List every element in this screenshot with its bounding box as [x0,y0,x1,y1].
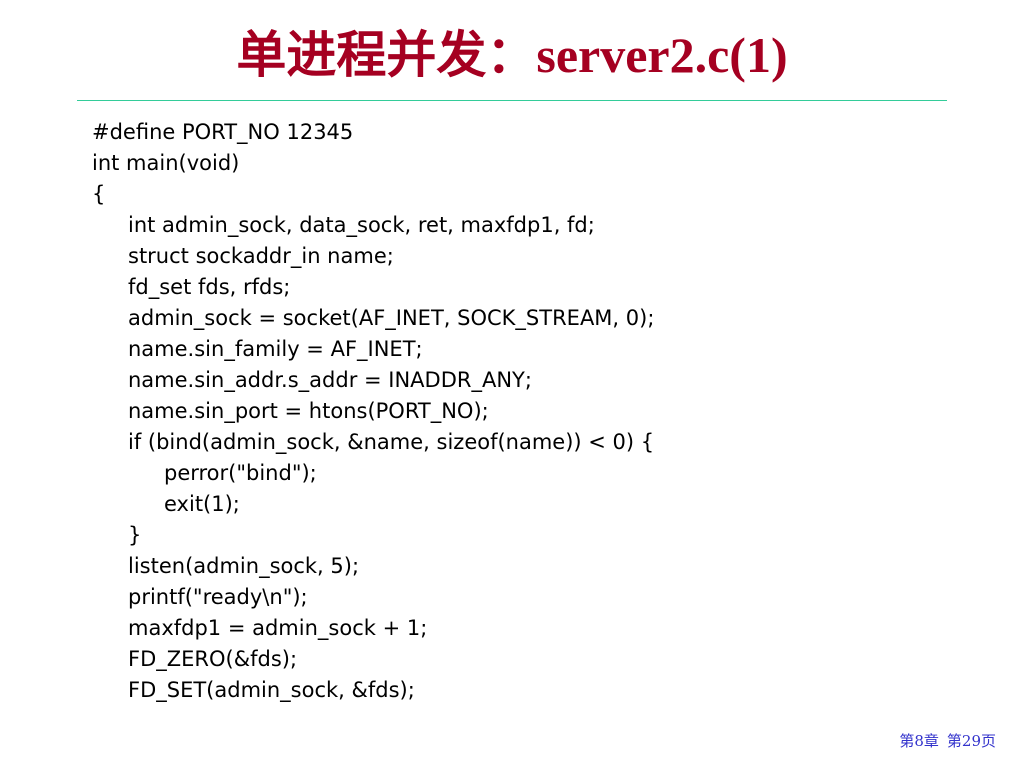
code-line: name.sin_port = htons(PORT_NO); [128,399,489,423]
page-number: 第29页 [946,732,996,750]
code-line: { [92,182,106,206]
code-line: struct sockaddr_in name; [128,244,394,268]
code-line: #define PORT_NO 12345 [92,120,354,144]
code-line: int main(void) [92,151,240,175]
code-line: if (bind(admin_sock, &name, sizeof(name)… [128,430,655,454]
slide-title: 单进程并发：server2.c(1) [0,22,1024,88]
code-line: exit(1); [164,492,240,516]
slide-title-filename: server2.c(1) [536,27,788,83]
code-line: name.sin_family = AF_INET; [128,337,423,361]
code-line: printf("ready\n"); [128,585,308,609]
slide-footer: 第8章第29页 [899,730,996,751]
code-line: name.sin_addr.s_addr = INADDR_ANY; [128,368,532,392]
code-line: int admin_sock, data_sock, ret, maxfdp1,… [128,213,595,237]
code-line: maxfdp1 = admin_sock + 1; [128,616,428,640]
code-line: listen(admin_sock, 5); [128,554,360,578]
code-line: fd_set fds, rfds; [128,275,291,299]
code-line: FD_SET(admin_sock, &fds); [128,678,415,702]
code-line: } [128,523,142,547]
chapter-number: 第8章 [899,732,939,750]
code-line: admin_sock = socket(AF_INET, SOCK_STREAM… [128,306,655,330]
code-listing: #define PORT_NO 12345 int main(void) { i… [92,117,654,706]
title-divider [77,100,947,101]
code-line: perror("bind"); [164,461,317,485]
slide-title-chinese: 单进程并发： [236,25,537,84]
code-line: FD_ZERO(&fds); [128,647,298,671]
